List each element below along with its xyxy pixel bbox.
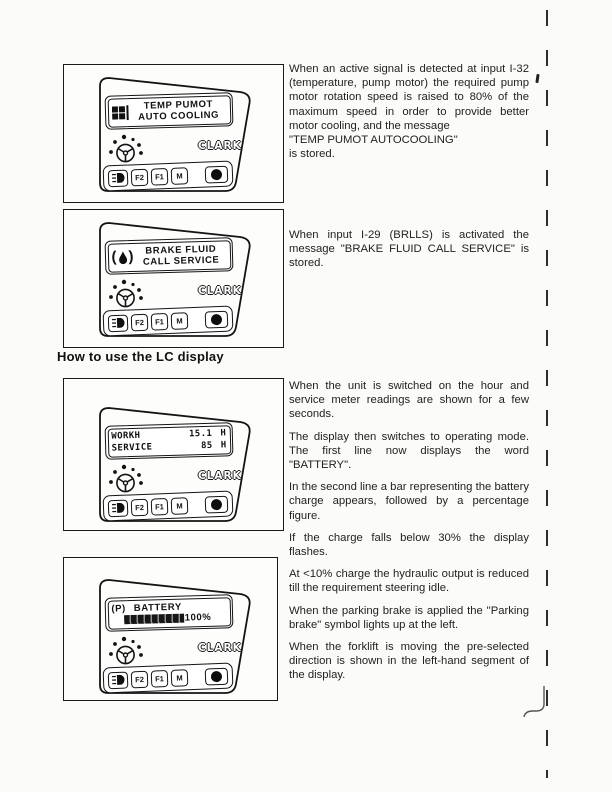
f2-button: F2 — [130, 670, 149, 688]
steering-wheel-icon — [106, 276, 146, 317]
headlight-button — [107, 314, 129, 332]
display-unit: WORKH 15.1 H SERVICE 85 H — [64, 395, 284, 534]
charge-line: 100% — [123, 611, 227, 625]
power-button — [204, 165, 229, 184]
charge-percent: 100% — [184, 611, 212, 624]
headlight-icon — [111, 317, 124, 328]
scan-tick-artifact — [535, 73, 540, 84]
text-block-temp-cooling: When an active signal is detected at inp… — [289, 62, 529, 161]
paragraph: When the unit is switched on the hour an… — [289, 380, 529, 421]
battery-charge-icon — [111, 104, 129, 120]
paragraph: If the charge falls below 30% the displa… — [289, 531, 529, 559]
binding-dash-marks — [546, 10, 548, 778]
f2-button: F2 — [130, 498, 149, 516]
lcd-display: TEMP PUMOT AUTO COOLING — [104, 92, 234, 130]
service-hours-row: SERVICE 85 H — [112, 439, 227, 454]
button-row: F2 F1 M — [102, 160, 234, 192]
service-hours-label: SERVICE — [111, 442, 153, 454]
work-hours-unit: H — [220, 428, 227, 439]
paragraph: When input I-29 (BRLLS) is activated the… — [289, 229, 529, 270]
brake-fluid-icon: ( — [111, 248, 117, 266]
power-button-dot — [210, 498, 223, 510]
paragraph: At <10% charge the hydraulic output is r… — [289, 568, 529, 595]
service-hours-value: 85 — [200, 440, 213, 452]
m-button: M — [170, 311, 189, 330]
m-button: M — [170, 496, 189, 515]
work-hours-label: WORKH — [111, 430, 141, 442]
work-hours-value: 15.1 — [188, 428, 213, 440]
f1-button: F1 — [150, 167, 169, 186]
panel-brake-fluid: ( ) BRAKE FLUID CALL SERVICE — [63, 209, 284, 348]
headlight-icon — [111, 172, 124, 183]
fluid-drop-icon — [118, 250, 127, 264]
power-button — [204, 667, 229, 686]
lcd-display: (P) BATTERY 100% — [104, 594, 234, 632]
f2-button: F2 — [130, 313, 149, 331]
m-button: M — [170, 166, 189, 185]
lcd-display: ( ) BRAKE FLUID CALL SERVICE — [104, 237, 234, 275]
panel-temp-cooling: TEMP PUMOT AUTO COOLING — [63, 64, 284, 203]
power-button-dot — [210, 168, 223, 180]
power-button-dot — [210, 670, 223, 682]
f2-button: F2 — [130, 168, 149, 186]
panel-hour-meters: WORKH 15.1 H SERVICE 85 H — [63, 378, 284, 531]
headlight-button — [107, 499, 129, 517]
clark-logo: CLARK — [198, 285, 242, 297]
parking-indicator: (P) — [111, 603, 126, 615]
clark-logo: CLARK — [198, 470, 242, 482]
lcd-line-2: CALL SERVICE — [142, 254, 220, 268]
power-button-dot — [210, 313, 223, 325]
headlight-icon — [111, 502, 124, 513]
clark-logo: CLARK — [198, 642, 242, 654]
headlight-button — [107, 169, 129, 187]
brake-fluid-icon-close: ) — [128, 247, 134, 266]
headlight-icon — [111, 674, 124, 685]
paragraph: "TEMP PUMOT AUTOCOOLING" — [289, 134, 458, 147]
button-row: F2 F1 M — [102, 490, 234, 522]
charge-bar — [123, 613, 184, 625]
section-heading: How to use the LC display — [57, 349, 224, 364]
power-button — [204, 495, 229, 514]
paragraph: When the parking brake is applied the "P… — [289, 604, 529, 631]
scan-curl-artifact — [512, 684, 550, 735]
m-button: M — [170, 668, 189, 687]
display-unit: ( ) BRAKE FLUID CALL SERVICE — [64, 210, 284, 349]
panel-battery: (P) BATTERY 100% — [63, 557, 278, 701]
f1-button: F1 — [150, 669, 169, 688]
display-unit: (P) BATTERY 100% — [64, 567, 284, 706]
paragraph: The display then switches to operating m… — [289, 430, 529, 472]
steering-wheel-icon — [106, 633, 146, 674]
headlight-button — [107, 671, 129, 689]
steering-wheel-icon — [106, 131, 146, 172]
text-block-lc-display: When the unit is switched on the hour an… — [289, 379, 529, 691]
text-block-brake-fluid: When input I-29 (BRLLS) is activated the… — [289, 228, 529, 279]
clark-logo: CLARK — [198, 140, 242, 152]
lcd-line-2: AUTO COOLING — [138, 109, 220, 123]
button-row: F2 F1 M — [102, 662, 234, 694]
service-hours-unit: H — [220, 440, 227, 451]
f1-button: F1 — [150, 312, 169, 331]
paragraph: is stored. — [289, 148, 335, 161]
button-row: F2 F1 M — [102, 305, 234, 337]
f1-button: F1 — [150, 497, 169, 516]
paragraph: In the second line a bar representing th… — [289, 481, 529, 522]
paragraph: When the forklift is moving the pre-sele… — [289, 641, 529, 682]
paragraph: When an active signal is detected at inp… — [289, 63, 529, 132]
steering-wheel-icon — [106, 461, 146, 502]
lcd-display: WORKH 15.1 H SERVICE 85 H — [104, 422, 234, 460]
display-unit: TEMP PUMOT AUTO COOLING — [64, 65, 284, 204]
power-button — [204, 310, 229, 329]
